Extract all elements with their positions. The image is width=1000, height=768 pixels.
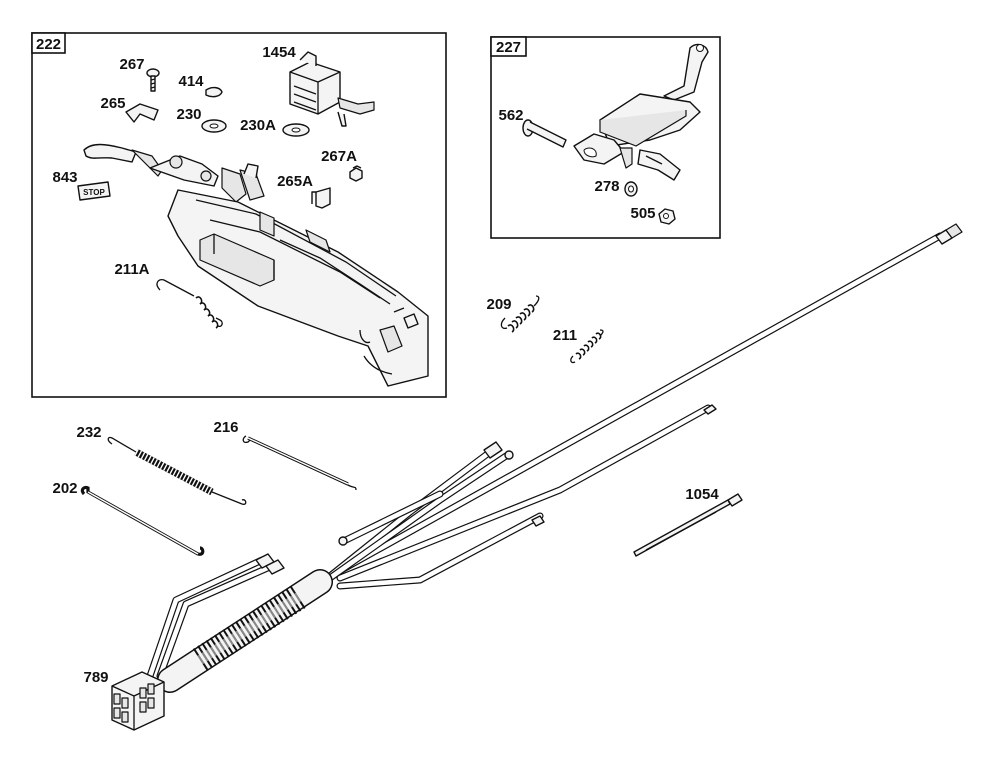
label-202: 202 bbox=[52, 480, 77, 497]
spring-209 bbox=[500, 295, 540, 333]
label-211: 211 bbox=[553, 327, 577, 344]
group-227-id: 227 bbox=[496, 39, 521, 56]
washer-230 bbox=[201, 119, 227, 133]
label-265a: 265A bbox=[277, 173, 313, 190]
rod-216 bbox=[242, 435, 357, 491]
group-222-tag bbox=[31, 32, 66, 54]
label-843: 843 bbox=[52, 169, 77, 186]
group-222-id: 222 bbox=[36, 36, 61, 53]
group-227: 227 bbox=[490, 36, 721, 239]
label-232: 232 bbox=[76, 424, 101, 441]
label-267a: 267A bbox=[321, 148, 357, 165]
label-789: 789 bbox=[83, 669, 108, 686]
spring-232 bbox=[107, 436, 247, 505]
spring-211a bbox=[156, 278, 223, 329]
label-1054: 1054 bbox=[685, 486, 719, 503]
label-414: 414 bbox=[178, 73, 204, 90]
screw-267 bbox=[146, 68, 160, 92]
label-265: 265 bbox=[100, 95, 125, 112]
part-labels: 267 414 1454 265 230 230A 267A 843 265A … bbox=[52, 44, 719, 686]
decal-843: STOP bbox=[77, 181, 111, 201]
label-278: 278 bbox=[594, 178, 619, 195]
bracket-265a bbox=[311, 187, 331, 209]
label-230: 230 bbox=[176, 106, 201, 123]
washer-278 bbox=[624, 181, 638, 197]
spring-211 bbox=[570, 329, 604, 364]
pin-562 bbox=[522, 119, 567, 148]
throttle-lever-227 bbox=[573, 43, 709, 181]
group-227-tag bbox=[490, 36, 527, 57]
clip-414 bbox=[205, 86, 223, 98]
switch-1454 bbox=[289, 51, 375, 127]
label-230a: 230A bbox=[240, 117, 276, 134]
label-216: 216 bbox=[213, 419, 238, 436]
group-222: 222 bbox=[31, 32, 447, 398]
decal-843-text: STOP bbox=[83, 188, 105, 197]
label-267: 267 bbox=[119, 56, 144, 73]
nut-267a bbox=[349, 165, 363, 182]
group-222-frame bbox=[31, 32, 447, 398]
nut-505 bbox=[658, 208, 676, 225]
label-209: 209 bbox=[486, 296, 511, 313]
label-211a: 211A bbox=[114, 261, 149, 278]
group-227-frame bbox=[490, 36, 721, 239]
rod-202 bbox=[80, 485, 205, 556]
cable-tie-1054 bbox=[633, 493, 743, 557]
wire-harness-789 bbox=[111, 223, 963, 731]
label-562: 562 bbox=[498, 107, 523, 124]
washer-230a bbox=[282, 123, 310, 137]
bracket-265 bbox=[125, 103, 159, 123]
label-505: 505 bbox=[630, 205, 655, 222]
label-1454: 1454 bbox=[262, 44, 296, 61]
control-bracket-assembly bbox=[83, 143, 429, 387]
